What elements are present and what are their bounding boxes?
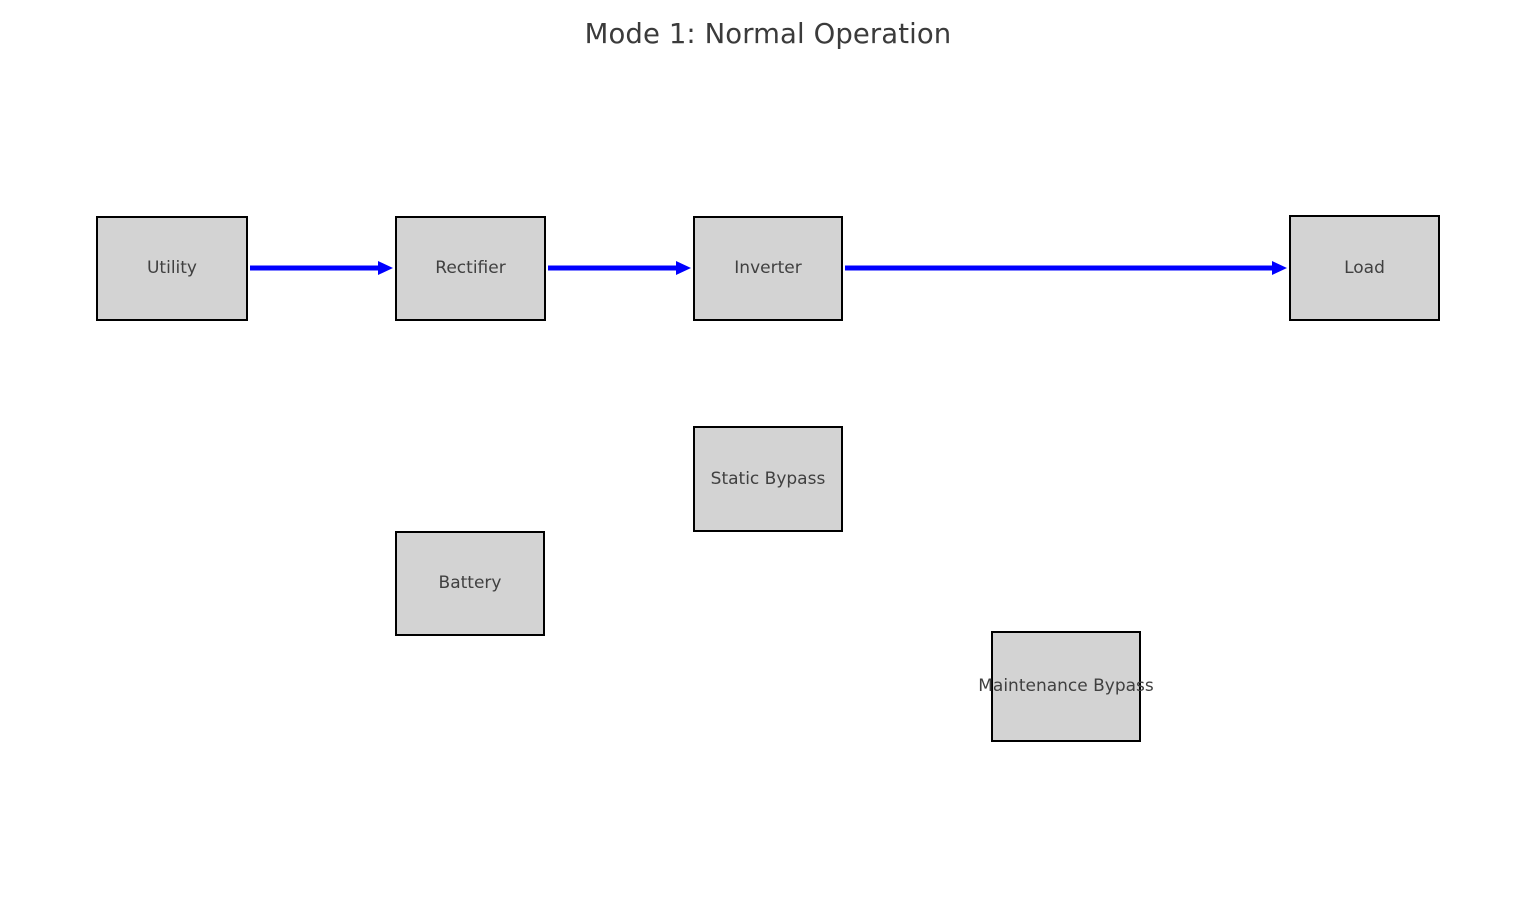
node-maintenance-bypass-label: Maintenance Bypass (978, 676, 1154, 696)
diagram-title: Mode 1: Normal Operation (584, 18, 952, 50)
node-static-bypass[interactable]: Static Bypass (693, 426, 843, 532)
flow-arrow-rectifier-to-inverter (548, 261, 691, 275)
node-utility-label: Utility (146, 258, 197, 278)
node-inverter[interactable]: Inverter (693, 216, 843, 321)
node-static-bypass-label: Static Bypass (710, 468, 826, 489)
flow-arrow-inverter-to-load (845, 261, 1287, 275)
node-battery-label: Battery (438, 573, 502, 593)
node-load-label: Load (1344, 257, 1385, 278)
flow-arrow-utility-to-rectifier (250, 261, 393, 275)
node-load[interactable]: Load (1289, 215, 1440, 321)
node-battery[interactable]: Battery (395, 531, 545, 636)
node-rectifier[interactable]: Rectifier (395, 216, 546, 321)
node-inverter-label: Inverter (734, 258, 802, 278)
node-maintenance-bypass[interactable]: Maintenance Bypass (978, 631, 1154, 742)
node-rectifier-label: Rectifier (435, 258, 506, 278)
node-utility[interactable]: Utility (96, 216, 248, 321)
